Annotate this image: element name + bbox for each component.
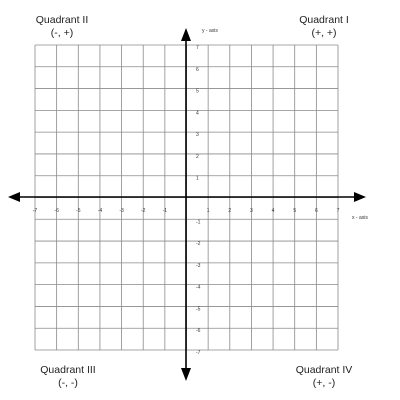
y-tick-label: -4 [196, 285, 201, 291]
quadrant-ii-label: Quadrant II (-, +) [20, 14, 104, 40]
y-tick-labels: 7 6 5 4 3 2 1 -1 -2 -3 -4 -5 -6 -7 [196, 45, 201, 356]
quadrant-ii-signs: (-, +) [50, 27, 74, 39]
y-axis-label: y - axis [202, 28, 218, 34]
x-tick-label: 4 [272, 208, 275, 214]
quadrant-iii-label: Quadrant III (-, -) [24, 364, 112, 390]
quadrant-iii-signs: (-, -) [58, 377, 78, 389]
x-tick-label: -7 [33, 208, 38, 214]
x-tick-label: -1 [163, 208, 168, 214]
quadrant-ii-name: Quadrant II [35, 14, 89, 26]
x-axis-label: x - axis [352, 215, 368, 221]
y-tick-label: -6 [196, 328, 201, 334]
y-axis-down-arrow [181, 368, 191, 381]
x-tick-label: 7 [337, 208, 340, 214]
quadrant-iv-label: Quadrant IV (+, -) [280, 364, 368, 390]
y-tick-label: 7 [196, 45, 199, 51]
x-tick-label: -6 [54, 208, 59, 214]
quadrant-i-signs: (+, +) [311, 27, 337, 39]
axes [8, 28, 366, 381]
y-tick-label: -3 [196, 263, 201, 269]
y-tick-label: -5 [196, 306, 201, 312]
y-tick-label: -7 [196, 350, 201, 356]
y-tick-label: -2 [196, 241, 201, 247]
quadrant-i-name: Quadrant I [299, 14, 349, 26]
y-tick-label: 5 [196, 89, 199, 95]
x-axis-left-arrow [8, 192, 20, 202]
y-tick-label: -1 [196, 219, 201, 225]
x-tick-label: 3 [250, 208, 253, 214]
x-tick-label: -5 [76, 208, 81, 214]
y-tick-label: 2 [196, 154, 199, 160]
x-tick-label: 6 [315, 208, 318, 214]
quadrant-iv-signs: (+, -) [312, 377, 336, 389]
x-tick-labels: -7 -6 -5 -4 -3 -2 -1 1 2 3 4 5 6 7 [33, 208, 340, 214]
y-tick-label: 1 [196, 176, 199, 182]
x-tick-label: 5 [293, 208, 296, 214]
x-tick-label: -3 [119, 208, 124, 214]
y-tick-label: 4 [196, 110, 199, 116]
y-tick-label: 3 [196, 132, 199, 138]
quadrant-iii-name: Quadrant III [40, 364, 96, 376]
y-tick-label: 6 [196, 67, 199, 73]
quadrant-iv-name: Quadrant IV [295, 364, 353, 376]
x-axis-right-arrow [354, 192, 366, 202]
y-axis-up-arrow [181, 28, 191, 41]
x-tick-label: -4 [98, 208, 103, 214]
quadrant-i-label: Quadrant I (+, +) [282, 14, 366, 40]
x-tick-label: 2 [228, 208, 231, 214]
x-tick-label: 1 [207, 208, 210, 214]
x-tick-label: -2 [141, 208, 146, 214]
